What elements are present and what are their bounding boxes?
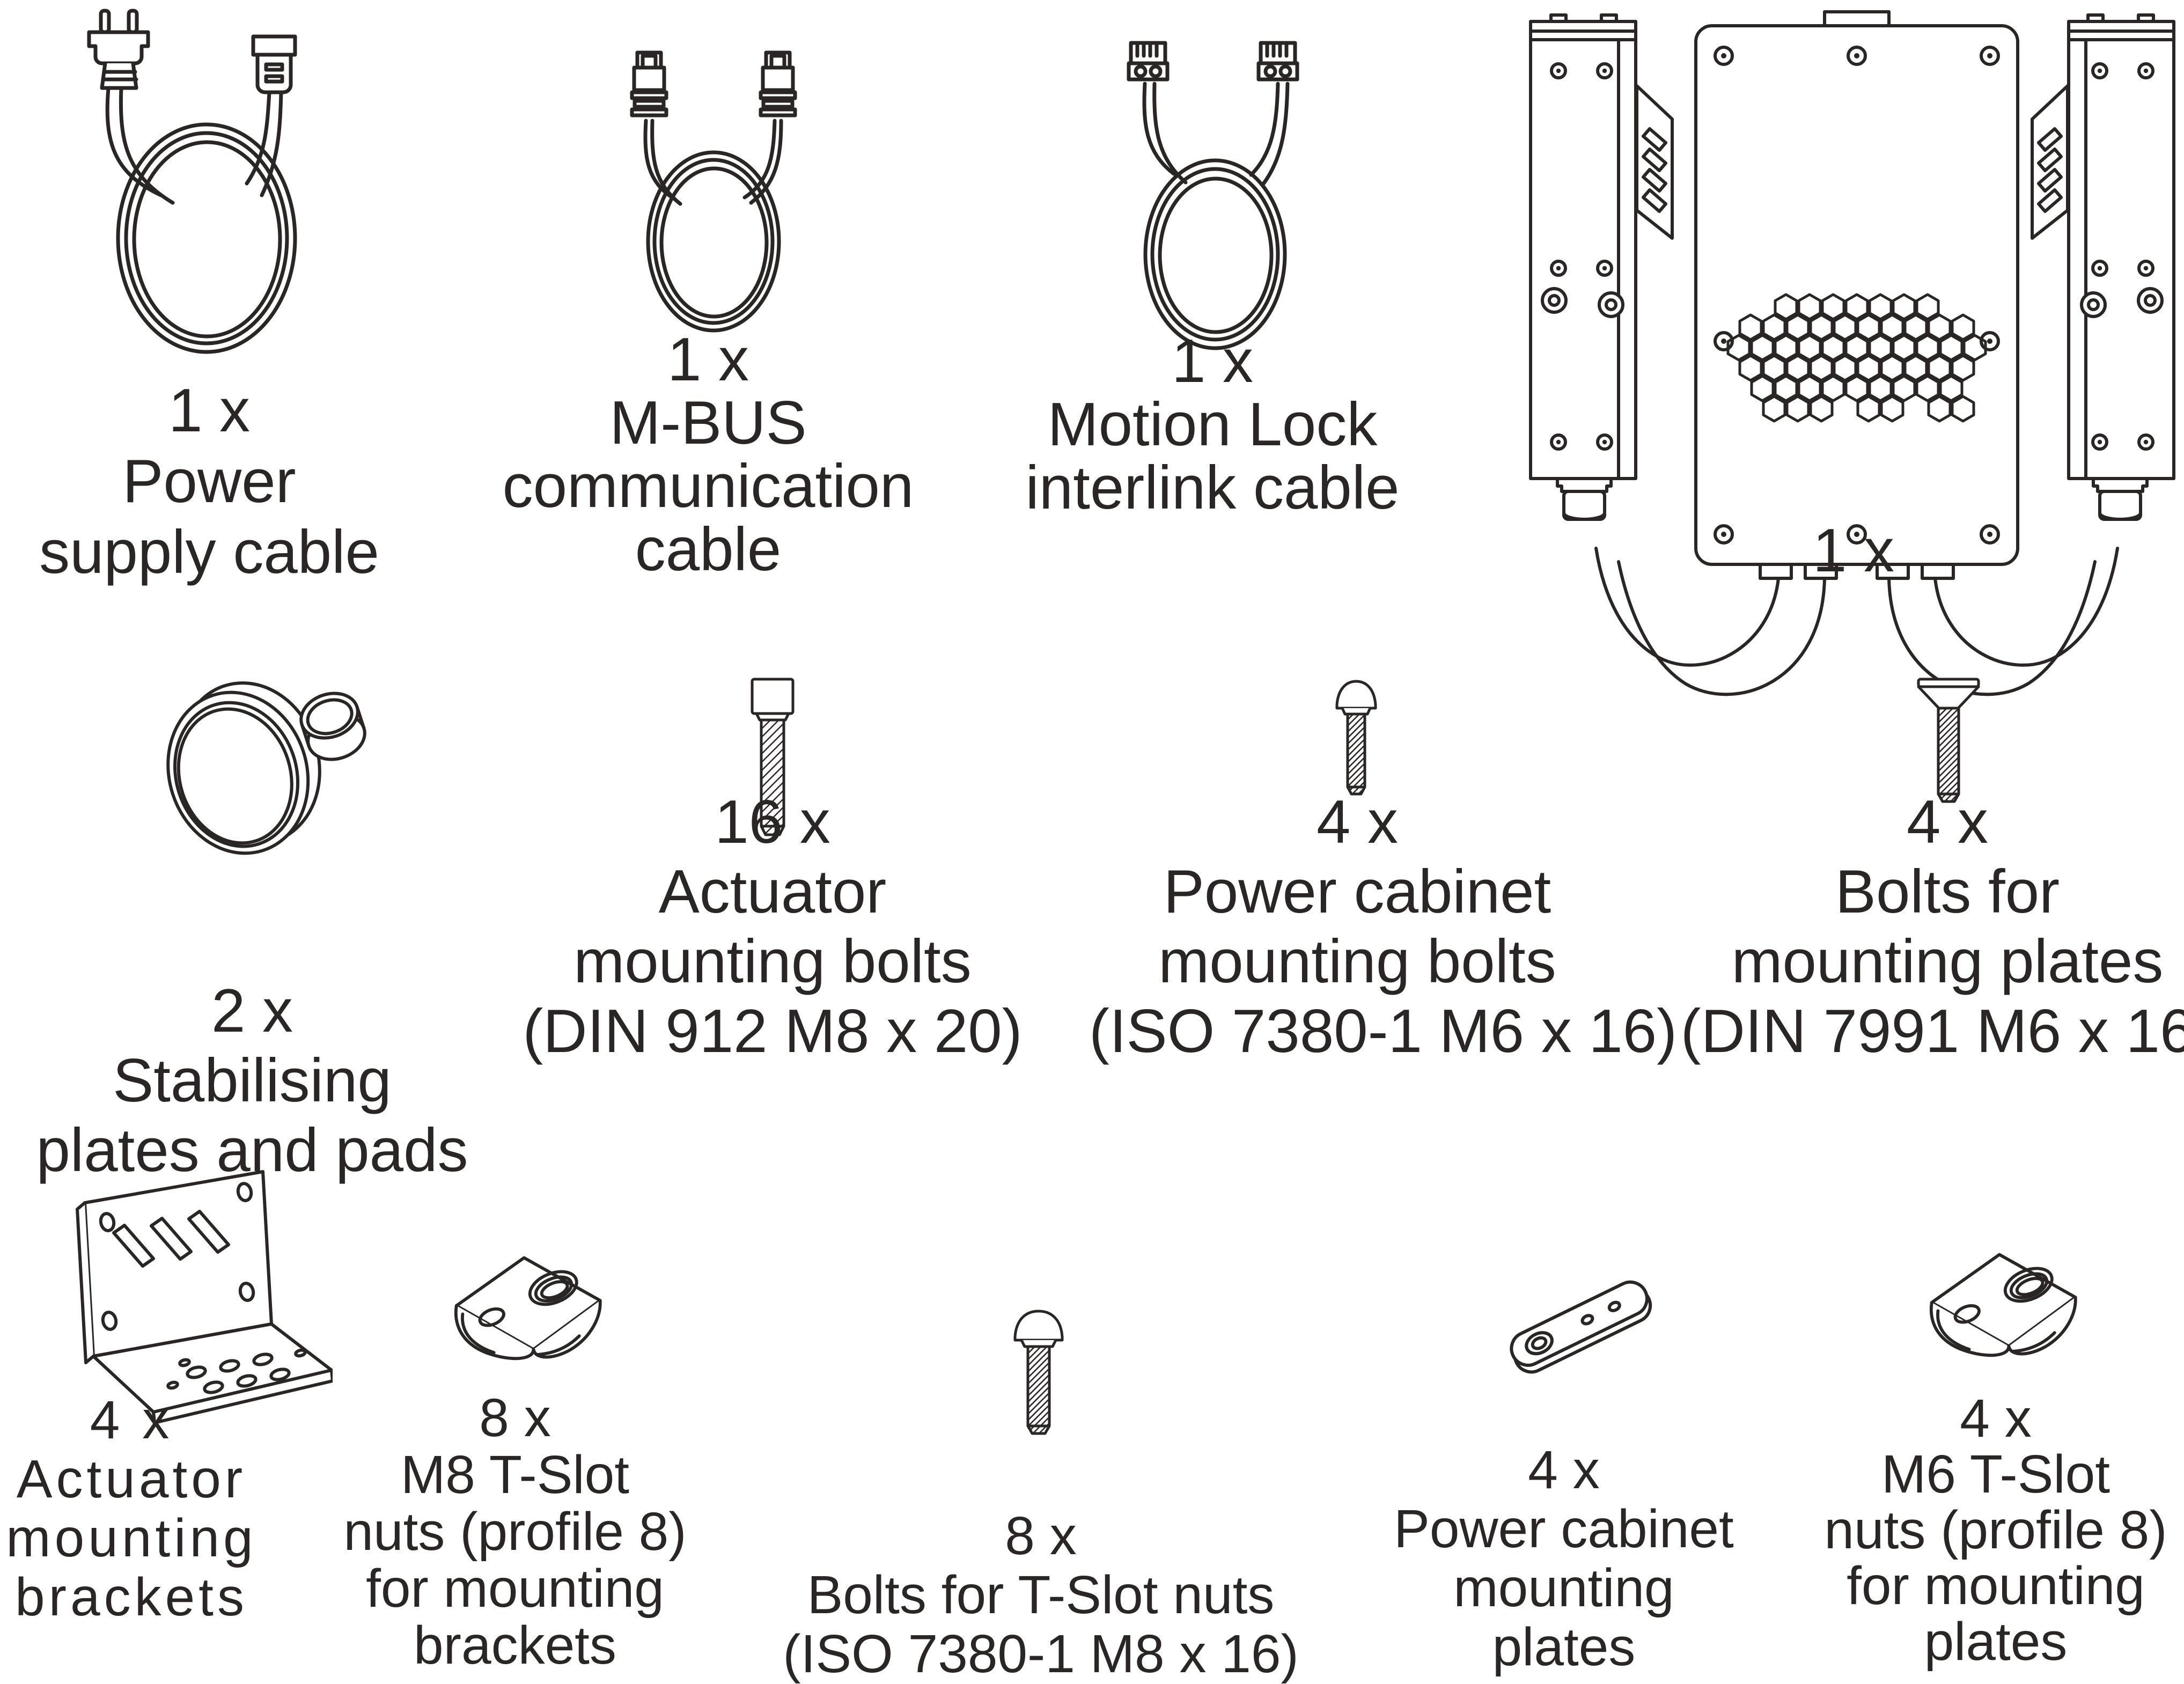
item-label: 1 x M-BUS communication cable [494, 328, 923, 582]
item-name-line: Power [122, 447, 296, 516]
rj45-connector [632, 53, 666, 115]
euro-plug [87, 9, 175, 205]
item-name-line: plates [1492, 1617, 1636, 1677]
mbus-cable-illustration [617, 47, 810, 348]
item-name-line: Stabilising [113, 1047, 392, 1115]
m6-t-slot-nut-illustration [1910, 1240, 2087, 1377]
item-quantity: 1 x [1171, 327, 1254, 395]
m8-t-slot-nut-illustration [435, 1244, 612, 1380]
item-name-line: Bolts for [1835, 858, 2060, 926]
item-name-line: Actuator [658, 858, 887, 926]
rj45-connector [761, 53, 795, 115]
cable-coil [116, 122, 297, 354]
item-quantity: 4 x [90, 1390, 173, 1450]
item-label: 4 x Power cabinet mounting bolts (ISO 73… [1089, 788, 1678, 1067]
interlink-connector [1129, 43, 1167, 79]
item-label: 8 x Bolts for T-Slot nuts (ISO 7380-1 M8… [773, 1506, 1309, 1683]
item-name-line: brackets [414, 1615, 616, 1675]
item-name-line: cable [635, 516, 782, 584]
item-name-line: (ISO 7380-1 M6 x 16) [1089, 997, 1678, 1065]
item-label: 8 x M8 T-Slot nuts (profile 8) for mount… [247, 1389, 783, 1674]
item-label: 4 x Actuator mounting brackets [0, 1391, 263, 1627]
item-name-line: (DIN 7991 M6 x 16) [1680, 997, 2184, 1065]
mounting-plate-illustration [1497, 1273, 1663, 1378]
item-quantity: 1 x [1812, 517, 1895, 585]
power-cabinet-box [1694, 10, 2019, 580]
item-name-line: (ISO 7380-1 M8 x 16) [783, 1624, 1299, 1684]
item-quantity: 2 x [211, 977, 293, 1045]
item-quantity: 4 x [1528, 1440, 1600, 1500]
item-name-line: nuts (profile 8) [343, 1502, 687, 1562]
item-name-line: nuts (profile 8) [1824, 1500, 2167, 1560]
cable-coil [1142, 82, 1290, 350]
item-label: 1 x Motion Lock interlink cable [971, 330, 1454, 520]
item-name-line: M6 T-Slot [1881, 1444, 2111, 1504]
item-name-line: Actuator [16, 1449, 247, 1509]
item-label: 16 x Actuator mounting bolts (DIN 912 M8… [504, 788, 1041, 1067]
item-quantity: 1 x [667, 326, 749, 394]
stabilising-plate [166, 681, 321, 855]
actuator-column [1529, 13, 1674, 521]
item-name-line: supply cable [39, 518, 379, 586]
actuator-column [2032, 15, 2174, 519]
item-name-line: mounting [6, 1508, 257, 1568]
item-name-line: plates [1924, 1612, 2068, 1672]
actuator-cables [1594, 547, 1826, 696]
item-name-line: M8 T-Slot [400, 1445, 630, 1505]
item-name-line: Power cabinet [1163, 858, 1551, 926]
item-label: 4 x M6 T-Slot nuts (profile 8) for mount… [1727, 1391, 2184, 1670]
cable-coil [643, 119, 783, 333]
item-name-line: brackets [15, 1567, 248, 1627]
item-label: 2 x Stabilising plates and pads [0, 976, 504, 1186]
stabilising-pad [299, 692, 366, 761]
stabilising-plates-illustration [153, 659, 367, 873]
power-cabinet-illustration [1526, 6, 2178, 715]
item-quantity: 8 x [479, 1388, 551, 1448]
item-name-line: M-BUS [609, 389, 807, 457]
item-name-line: Motion Lock [1047, 391, 1378, 459]
item-quantity: 4 x [1960, 1388, 2032, 1448]
power-supply-cable-illustration [80, 6, 386, 355]
item-quantity: 8 x [1005, 1506, 1077, 1566]
item-name-line: mounting bolts [1158, 928, 1556, 996]
interlink-connector [1259, 43, 1297, 79]
item-quantity: 1 x [168, 377, 251, 445]
item-label: 4 x Power cabinet mounting plates [1296, 1440, 1832, 1676]
item-name-line: for mounting [366, 1558, 664, 1619]
item-quantity: 4 x [1906, 788, 1989, 856]
mounting-bracket-illustration [32, 1160, 333, 1487]
item-quantity: 16 x [715, 788, 830, 856]
item-name-line: (DIN 912 M8 x 20) [523, 997, 1023, 1065]
iso7380-m8-bolt-illustration [1013, 1307, 1064, 1442]
item-name-line: communication [502, 452, 914, 520]
din7991-bolt-illustration [1916, 677, 1981, 809]
din912-bolt-illustration [746, 677, 799, 843]
item-name-line: interlink cable [1025, 454, 1400, 522]
item-name-line: for mounting [1847, 1556, 2145, 1616]
item-label: 1 x Power supply cable [0, 376, 418, 588]
item-label: 4 x Bolts for mounting plates (DIN 7991 … [1679, 788, 2184, 1067]
iso7380-m6-bolt-illustration [1335, 677, 1378, 806]
item-name-line: mounting bolts [573, 928, 972, 996]
item-name-line: mounting [1453, 1558, 1674, 1618]
item-name-line: mounting plates [1731, 928, 2164, 996]
item-name-line: Bolts for T-Slot nuts [807, 1565, 1275, 1625]
item-label: 1 x [1719, 516, 1988, 586]
motion-lock-cable-illustration [1116, 39, 1314, 361]
item-quantity: 4 x [1316, 788, 1399, 856]
item-name-line: Power cabinet [1394, 1499, 1734, 1559]
